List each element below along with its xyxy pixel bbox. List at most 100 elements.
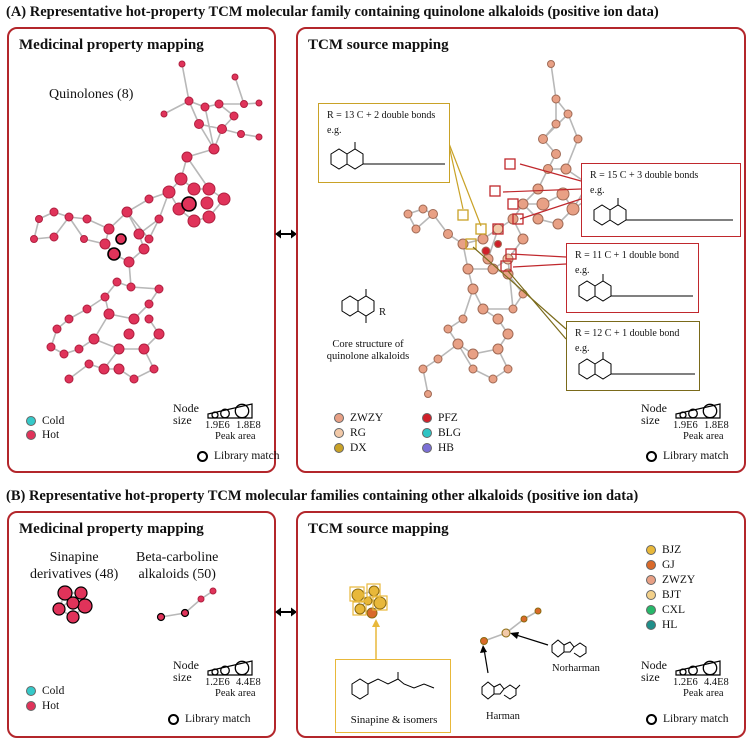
legend-cold: Cold bbox=[26, 684, 64, 698]
network-nodes-plain bbox=[197, 587, 217, 603]
legend-bjt: BJT bbox=[646, 588, 681, 602]
network-graph-a-left bbox=[30, 60, 263, 384]
callout-text: R = 11 C + 1 double bond bbox=[575, 250, 679, 261]
quinolone-structure-icon bbox=[578, 352, 695, 380]
legend-cxl: CXL bbox=[646, 603, 685, 617]
node-size-label: Node size bbox=[641, 658, 667, 684]
network-graph-b-right bbox=[349, 583, 549, 674]
norharman-structure-icon bbox=[551, 639, 587, 658]
library-match-ring-icon bbox=[168, 713, 179, 725]
double-arrow-icon bbox=[275, 229, 297, 239]
size-min: 1.2E6 bbox=[673, 677, 698, 688]
panel-a-tcm-source: TCM source mapping bbox=[296, 27, 746, 473]
callout-eg: e.g. bbox=[590, 185, 605, 196]
highlight-squares-gold bbox=[457, 209, 487, 250]
core-structure-icon bbox=[341, 289, 375, 323]
library-match-ring-icon bbox=[197, 450, 208, 462]
panel-title: TCM source mapping bbox=[308, 37, 449, 53]
legend-swatch bbox=[646, 575, 656, 585]
legend-blg: BLG bbox=[422, 426, 461, 440]
legend-cold: Cold bbox=[26, 414, 64, 428]
core-caption: Core structure of quinolone alkaloids bbox=[326, 339, 410, 362]
peak-area-label: Peak area bbox=[683, 688, 724, 699]
callout-13c: R = 13 C + 2 double bonds e.g. bbox=[318, 103, 450, 183]
cluster-label-sinapine: Sinapine derivatives (48) bbox=[30, 550, 119, 582]
core-r-label: R bbox=[379, 307, 387, 318]
legend-swatch bbox=[646, 590, 656, 600]
peak-area-label: Peak area bbox=[215, 431, 256, 442]
peak-area-label: Peak area bbox=[683, 431, 724, 442]
peak-area-label: Peak area bbox=[215, 688, 256, 699]
callout-11c: R = 11 C + 1 double bond e.g. bbox=[566, 243, 699, 313]
harman-structure-icon bbox=[481, 681, 521, 700]
panel-title: TCM source mapping bbox=[308, 521, 449, 537]
legend-library-match: Library match bbox=[168, 712, 250, 726]
network-nodes bbox=[52, 585, 190, 624]
legend-swatch bbox=[334, 413, 344, 423]
panel-b-tcm-source: TCM source mapping bbox=[296, 511, 746, 738]
node-size-scale-icon bbox=[675, 403, 721, 419]
legend-library-match: Library match bbox=[197, 449, 279, 463]
legend-rg: RG bbox=[334, 426, 366, 440]
size-min: 1.9E6 bbox=[205, 420, 230, 431]
legend-swatch-cold bbox=[26, 686, 36, 696]
quinolone-structure-icon bbox=[578, 274, 693, 302]
legend-dx: DX bbox=[334, 441, 367, 455]
legend-hb: HB bbox=[422, 441, 454, 455]
legend-pfz: PFZ bbox=[422, 411, 458, 425]
harman-label: Harman bbox=[486, 711, 520, 722]
callout-eg: e.g. bbox=[327, 125, 342, 136]
library-match-ring-icon bbox=[646, 450, 657, 462]
sinapine-structure-icon bbox=[351, 672, 435, 700]
callout-eg: e.g. bbox=[575, 265, 590, 276]
legend-swatch bbox=[422, 428, 432, 438]
network-edges bbox=[32, 63, 260, 380]
size-min: 1.2E6 bbox=[205, 677, 230, 688]
legend-zwzy: ZWZY bbox=[334, 411, 383, 425]
legend-swatch-hot bbox=[26, 430, 36, 440]
network-graph-b-left bbox=[52, 585, 217, 624]
annotation-arrows bbox=[372, 619, 549, 674]
size-max: 1.8E8 bbox=[704, 420, 729, 431]
legend-swatch-hot bbox=[26, 701, 36, 711]
legend-hot: Hot bbox=[26, 428, 59, 442]
legend-swatch bbox=[334, 443, 344, 453]
legend-swatch bbox=[334, 428, 344, 438]
network-nodes bbox=[30, 60, 263, 384]
panel-b-medicinal-property: Medicinal property mapping Sinapine deri… bbox=[7, 511, 276, 738]
legend-hot: Hot bbox=[26, 699, 59, 713]
cluster-label-quinolones: Quinolones (8) bbox=[49, 87, 134, 102]
sinapine-caption: Sinapine & isomers bbox=[350, 714, 438, 726]
callout-text: R = 13 C + 2 double bonds bbox=[327, 110, 436, 121]
size-min: 1.9E6 bbox=[673, 420, 698, 431]
double-arrow-icon bbox=[275, 607, 297, 617]
legend-swatch bbox=[646, 560, 656, 570]
sinapine-callout: Sinapine & isomers bbox=[335, 659, 451, 733]
legend-zwzy: ZWZY bbox=[646, 573, 695, 587]
node-size-label: Node size bbox=[173, 658, 199, 684]
legend-swatch bbox=[646, 545, 656, 555]
node-size-scale-icon bbox=[207, 403, 253, 419]
panel-title: Medicinal property mapping bbox=[19, 521, 204, 537]
callout-15c: R = 15 C + 3 double bonds e.g. bbox=[581, 163, 741, 237]
quinolone-structure-icon bbox=[330, 142, 445, 170]
network-nodes bbox=[351, 585, 542, 645]
callout-eg: e.g. bbox=[575, 343, 590, 354]
callout-12c: R = 12 C + 1 double bond e.g. bbox=[566, 321, 700, 391]
size-max: 4.4E8 bbox=[704, 677, 729, 688]
legend-library-match: Library match bbox=[646, 449, 728, 463]
legend-swatch-cold bbox=[26, 416, 36, 426]
section-a-title: (A) Representative hot-property TCM mole… bbox=[6, 4, 659, 20]
legend-label: Cold bbox=[42, 415, 65, 427]
legend-gj: GJ bbox=[646, 558, 675, 572]
callout-text: R = 12 C + 1 double bond bbox=[575, 328, 680, 339]
legend-swatch bbox=[422, 443, 432, 453]
legend-library-match: Library match bbox=[646, 712, 728, 726]
legend-swatch bbox=[646, 605, 656, 615]
legend-bjz: BJZ bbox=[646, 543, 681, 557]
node-size-label: Node size bbox=[641, 401, 667, 427]
legend-swatch bbox=[422, 413, 432, 423]
callout-pointers bbox=[447, 140, 582, 340]
quinolone-structure-icon bbox=[593, 198, 733, 226]
node-size-scale-icon bbox=[207, 660, 253, 676]
